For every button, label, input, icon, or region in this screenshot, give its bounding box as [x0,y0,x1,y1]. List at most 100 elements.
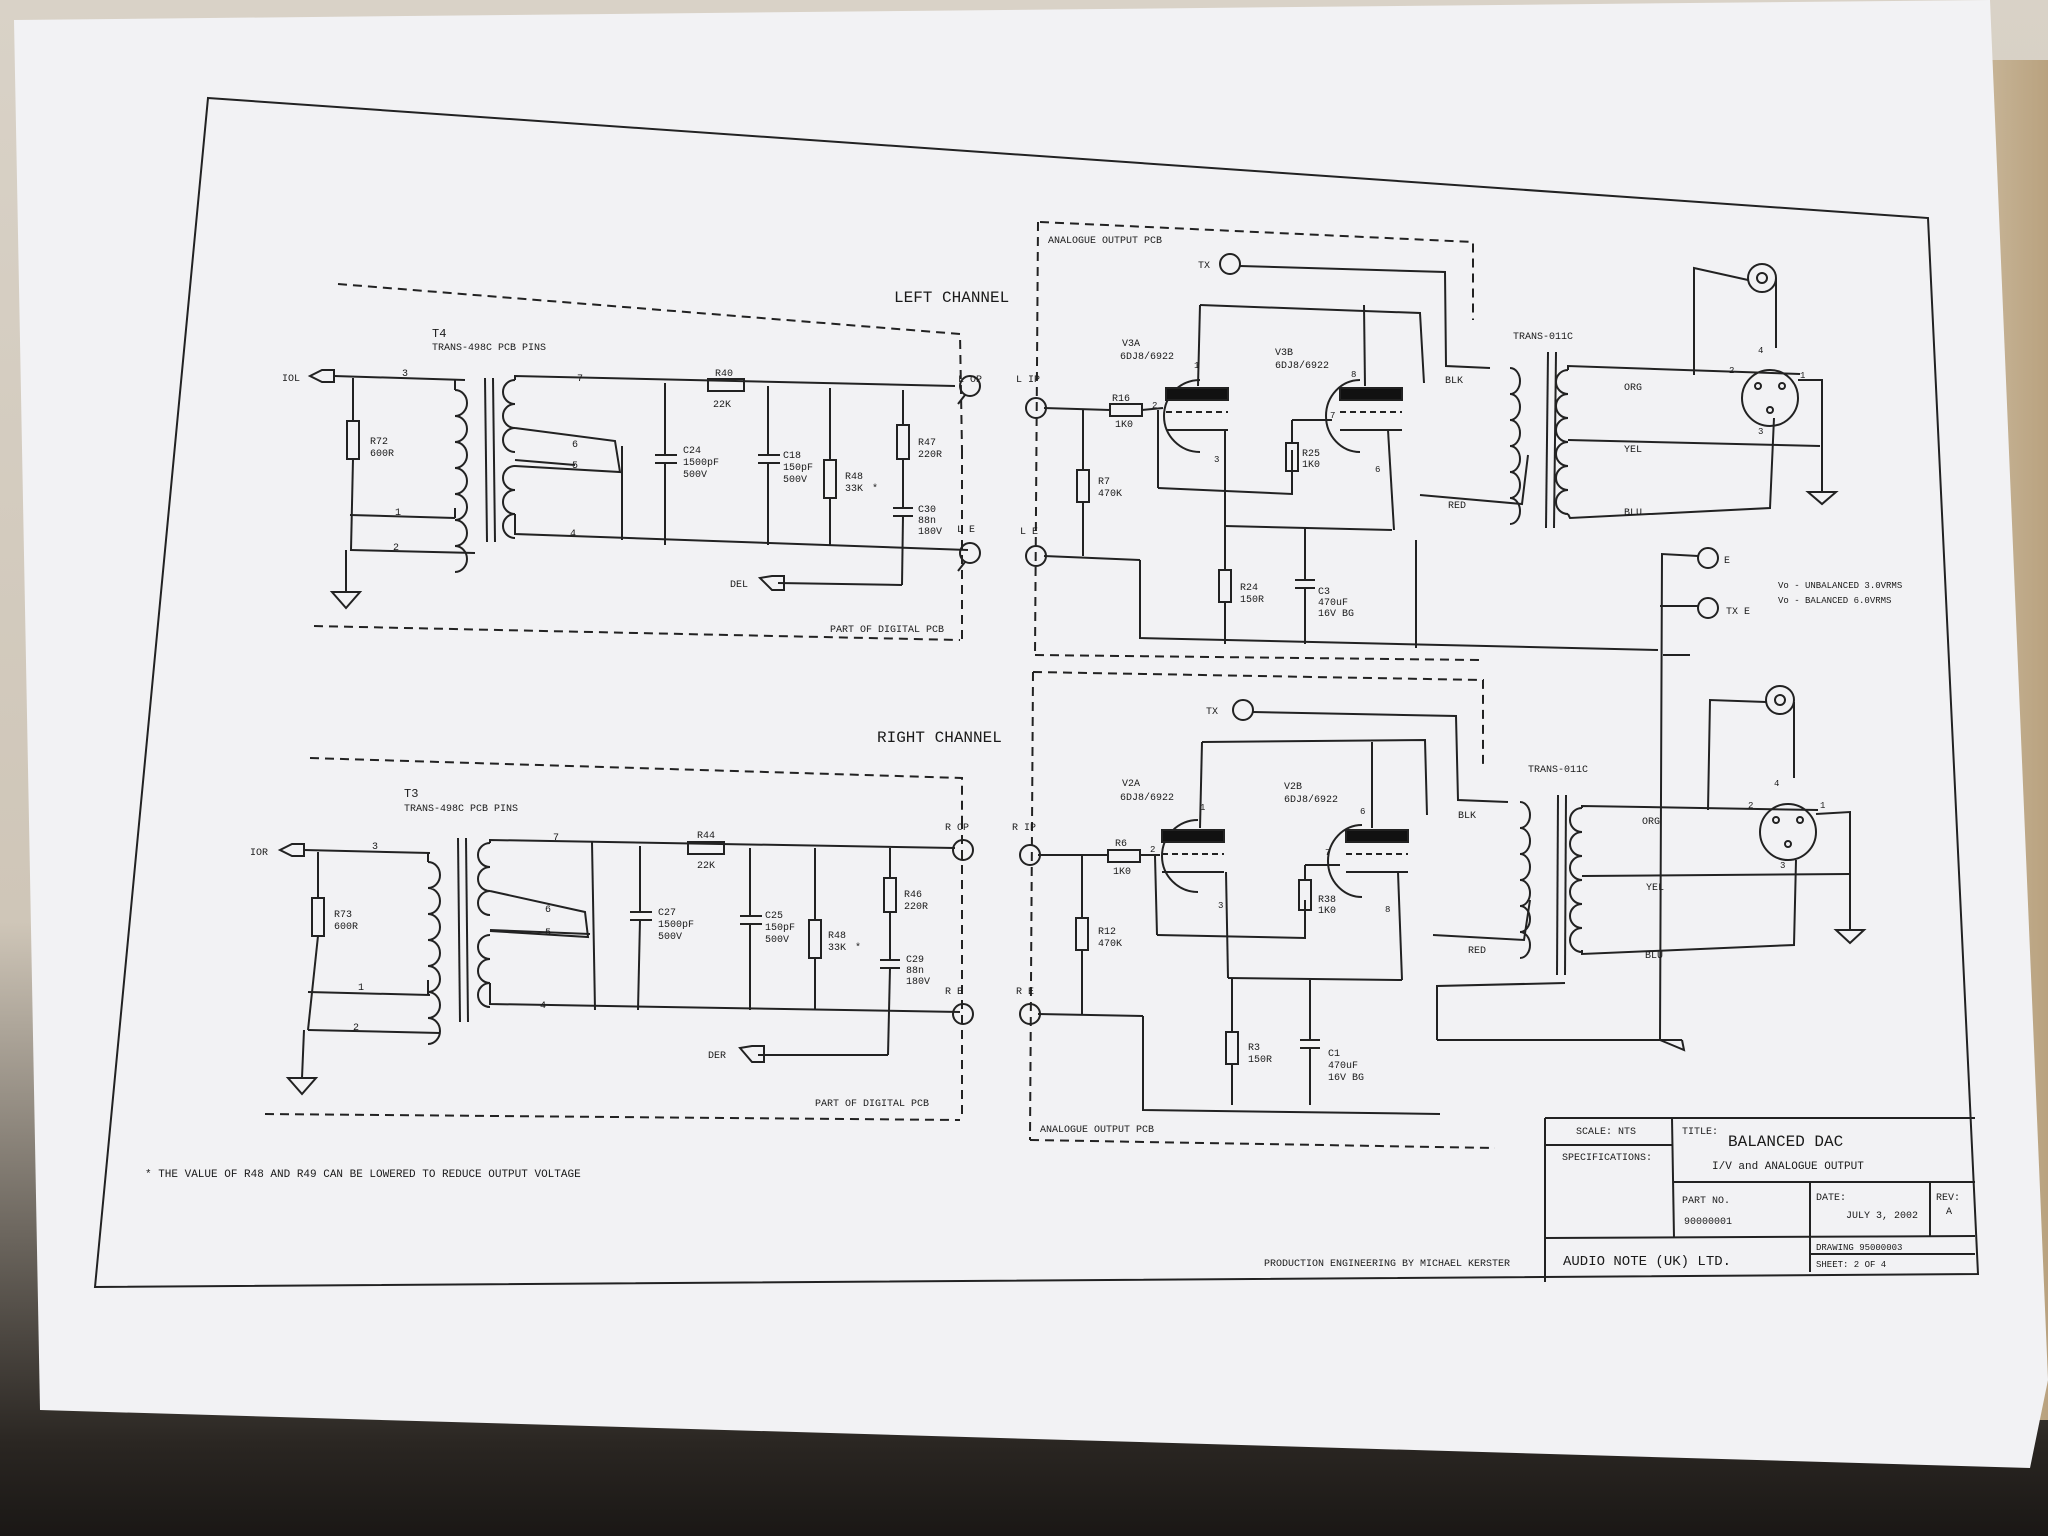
left-digital-pcb-note: PART OF DIGITAL PCB [830,625,944,636]
wire-red-left: RED [1448,501,1466,512]
r46-value: 220R [904,902,928,913]
xlr-right-pin-1: 1 [1820,801,1825,811]
r38-ref: R38 [1318,895,1336,906]
c18-rating: 500V [783,475,807,486]
wire-org-left: ORG [1624,383,1642,394]
title-block [1544,1117,1976,1282]
c30-value: 88n [918,516,936,527]
part-no-label: PART NO. [1682,1196,1730,1207]
c27-ref: C27 [658,908,676,919]
r48-left-value: 33K [845,484,863,495]
l-ip-label: L IP [1016,375,1040,386]
r44-ref: R44 [697,831,715,842]
r-ip-label: R IP [1012,823,1036,834]
r73-value: 600R [334,922,358,933]
v2-pin-3: 3 [1218,901,1223,911]
pin-7-left: 7 [577,374,583,385]
r48-left-mark: * [872,483,878,495]
r44-value: 22K [697,861,715,872]
r25-value: 1K0 [1302,460,1320,471]
r16-ref: R16 [1112,394,1130,405]
tx-right-label: TX [1206,707,1218,718]
trans-011c-right: TRANS-011C [1528,765,1588,776]
right-analogue-section [1019,671,1867,1149]
pin-2-right: 2 [353,1023,359,1034]
xlr-right-pin-3: 3 [1780,861,1785,871]
r46-ref: R46 [904,890,922,901]
wire-blu-left: BLU [1624,508,1642,519]
r-e-digital-label: R E [945,987,963,998]
v2a-part: 6DJ8/6922 [1120,792,1174,804]
pin-4-right: 4 [540,1001,546,1012]
t3-ref: T3 [404,787,418,801]
r40-value: 22K [713,400,731,411]
wire-org-right: ORG [1642,817,1660,828]
c3-rating: 16V BG [1318,609,1354,620]
r38-value: 1K0 [1318,906,1336,917]
r7-ref: R7 [1098,477,1110,488]
l-op-label: L OP [958,375,982,386]
drawing-subtitle: I/V and ANALOGUE OUTPUT [1712,1161,1864,1173]
der-label: DER [708,1051,726,1062]
right-digital-section [264,757,974,1121]
r72-ref: R72 [370,437,388,448]
wire-blk-right: BLK [1458,811,1476,822]
r-op-label: R OP [945,823,969,834]
r72-value: 600R [370,449,394,460]
xlr-right-pin-2: 2 [1748,801,1753,811]
part-no: 90000001 [1684,1217,1732,1228]
e-terminal-label: E [1724,556,1730,567]
l-e-digital-label: L E [957,525,975,536]
c24-value: 1500pF [683,458,719,469]
r47-value: 220R [918,450,942,461]
left-analogue-pcb-note: ANALOGUE OUTPUT PCB [1048,236,1162,247]
c25-value: 150pF [765,923,795,934]
c25-ref: C25 [765,911,783,922]
r6-ref: R6 [1115,839,1127,850]
v2a-ref: V2A [1122,779,1140,790]
iol-label: IOL [282,374,300,385]
v2-pin-7: 7 [1325,848,1330,858]
date-value: JULY 3, 2002 [1846,1211,1918,1222]
xlr-left-pin-2: 2 [1729,366,1734,376]
rev-value: A [1946,1207,1952,1218]
r25-ref: R25 [1302,449,1320,460]
r12-value: 470K [1098,939,1122,950]
c18-ref: C18 [783,451,801,462]
trans-011c-left: TRANS-011C [1513,332,1573,343]
t4-ref: T4 [432,327,446,341]
v3-pin-6: 6 [1375,465,1380,475]
right-channel-heading: RIGHT CHANNEL [877,729,1002,747]
v3-pin-8: 8 [1351,370,1356,380]
pin-1-right: 1 [358,983,364,994]
pin-4-left: 4 [570,529,576,540]
wire-yel-left: YEL [1624,445,1642,456]
r47-ref: R47 [918,438,936,449]
v2-pin-8: 8 [1385,905,1390,915]
title-label: TITLE: [1682,1127,1718,1138]
wire-red-right: RED [1468,946,1486,957]
c29-ref: C29 [906,955,924,966]
r3-value: 150R [1248,1055,1272,1066]
wire-yel-right: YEL [1646,883,1664,894]
wire-blu-right: BLU [1645,951,1663,962]
ior-label: IOR [250,848,268,859]
r6-value: 1K0 [1113,867,1131,878]
r-e-analogue-label: R E [1016,987,1034,998]
pin-1-left: 1 [395,508,401,519]
r24-value: 150R [1240,595,1264,606]
r3-ref: R3 [1248,1043,1260,1054]
paper [14,0,2048,1468]
c1-rating: 16V BG [1328,1073,1364,1084]
drawing-number: DRAWING 95000003 [1816,1243,1902,1253]
v3-pin-7: 7 [1330,411,1335,421]
r48-right-ref: R48 [828,931,846,942]
rev-label: REV: [1936,1193,1960,1204]
date-label: DATE: [1816,1193,1846,1204]
c3-ref: C3 [1318,587,1330,598]
c1-ref: C1 [1328,1049,1340,1060]
c24-ref: C24 [683,446,701,457]
wire-blk-left: BLK [1445,376,1463,387]
r16-value: 1K0 [1115,420,1133,431]
c30-rating: 180V [918,527,942,538]
